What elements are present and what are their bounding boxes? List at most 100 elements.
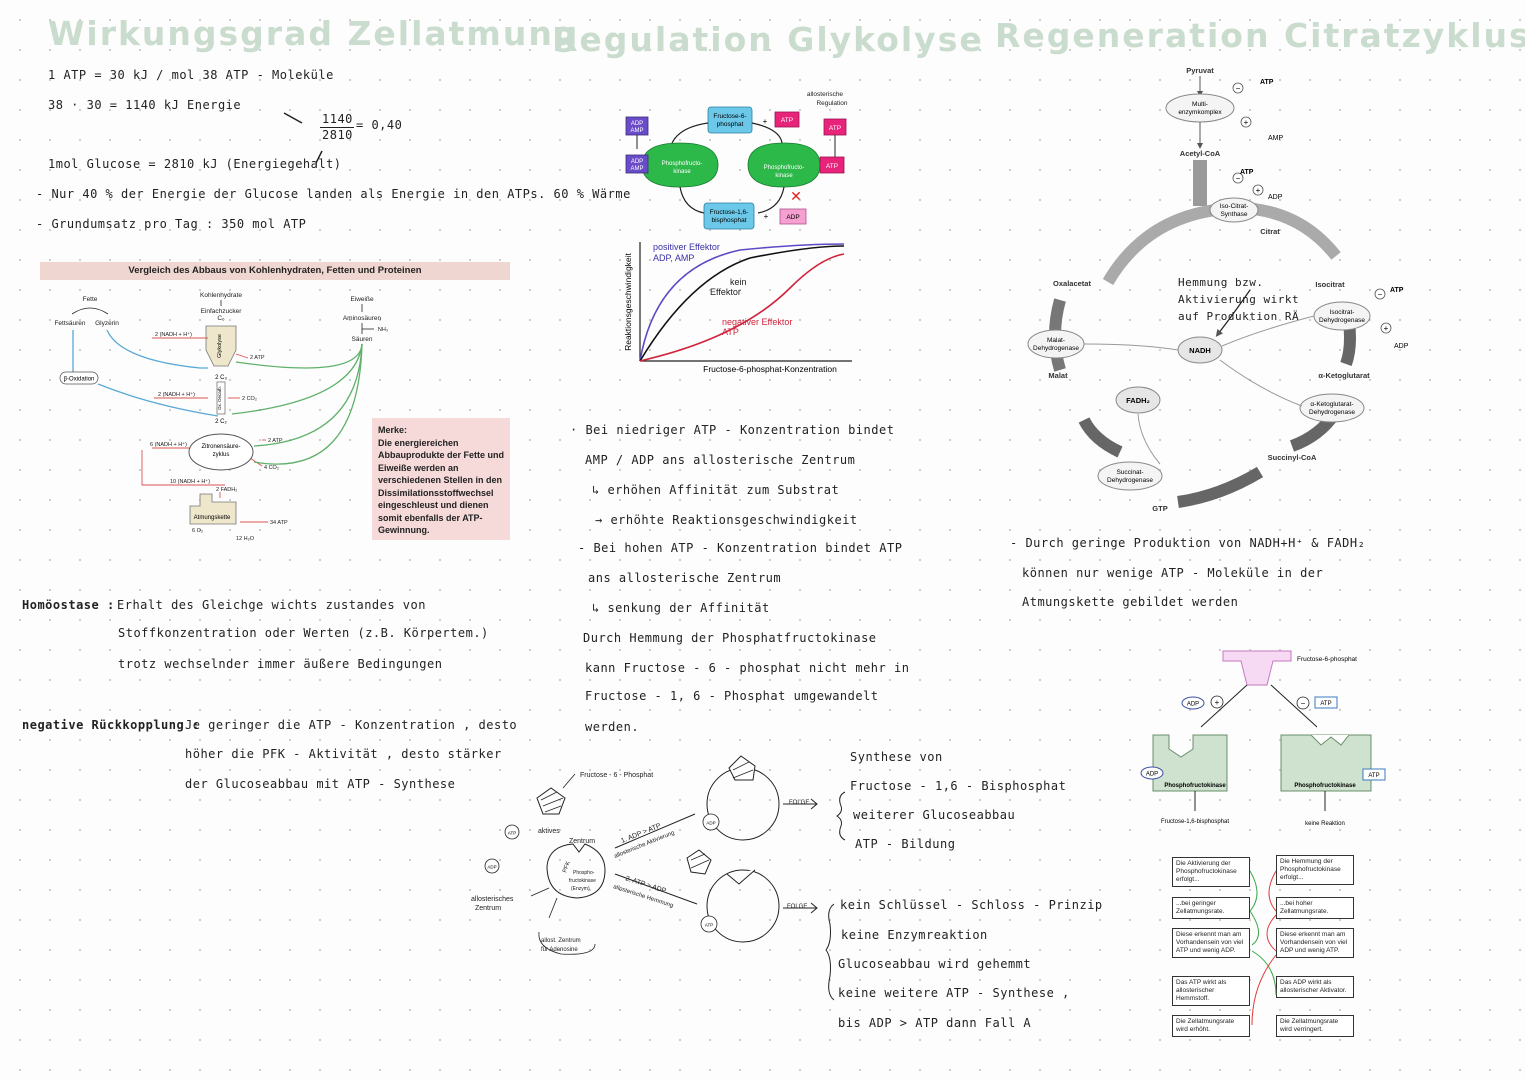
curve-positive — [639, 243, 845, 362]
sketch-atp-1: ATP — [508, 831, 516, 836]
label-pfk-2: kinase — [673, 169, 691, 175]
label-c6: C₆ — [217, 315, 225, 322]
plus-icon: + — [1244, 118, 1249, 127]
label-fette: Fette — [83, 296, 98, 303]
label-allost: allosterische — [807, 91, 844, 98]
schema-pfk-2: Phosphofructokinase — [1294, 783, 1356, 789]
label-iso-syn-2: Synthase — [1220, 211, 1247, 218]
label-f16-2: bisphosphat — [711, 217, 746, 224]
label-amp-bound: AMP — [630, 166, 643, 172]
label-h2o: 12 H₂O — [236, 536, 255, 542]
label-co2b: 4 CO₂ — [264, 465, 279, 471]
title-regeneration: Regeneration Citratzyklus — [995, 16, 1525, 55]
label-saeuren: Säuren — [352, 336, 373, 343]
label-isocitrat: Isocitrat — [1315, 280, 1345, 289]
kinetics-graph: Reaktionsgeschwindigkeit Fructose-6-phos… — [623, 242, 852, 374]
label-oxalacetat: Oxalacetat — [1053, 279, 1091, 288]
label-nadh: NADH — [1189, 346, 1211, 355]
fraction-numerator: 1140 — [322, 112, 353, 126]
merke-title: Merke: — [378, 425, 408, 435]
sketch-folge-1: FOLGE — [789, 800, 809, 806]
minus-icon: − — [1301, 699, 1306, 708]
glycolysis-funnel — [205, 325, 237, 367]
pfk-enzyme-left — [641, 142, 719, 188]
brace-1 — [836, 791, 846, 841]
note-line: 1mol Glucose = 2810 kJ (Energiegehalt) — [48, 157, 342, 171]
note-line: - Grundumsatz pro Tag : 350 mol ATP — [36, 217, 307, 231]
merke-box: Merke: Die energiereichen Abbauprodukte … — [372, 418, 510, 540]
label-adp-bound: ADP — [631, 159, 643, 165]
label-atp-2: ATP — [1240, 169, 1254, 176]
note-line: · Bei niedriger ATP - Konzentration bind… — [570, 423, 895, 437]
brace-2 — [825, 903, 835, 1001]
note-line: Atmungskette gebildet werden — [1022, 595, 1239, 609]
label-zitronen: Zitronensäure- — [201, 444, 240, 450]
minus-icon: − — [1236, 174, 1241, 183]
note-line: Je geringer die ATP - Konzentration , de… — [185, 718, 518, 732]
note-line: AMP / ADP ans allosterische Zentrum — [585, 453, 856, 467]
adp-box-product — [779, 208, 807, 225]
label-atp2a: 2 ATP — [250, 355, 265, 361]
label-akg: α-Ketoglutarat — [1318, 371, 1370, 380]
card-left-1: Die Aktivierung der Phosphofructokinase … — [1172, 857, 1250, 887]
note-line: Durch Hemmung der Phosphatfructokinase — [583, 631, 877, 645]
note-line: werden. — [585, 720, 640, 734]
schema-f6p: Fructose-6-phosphat — [1297, 656, 1357, 663]
akg-dehydrogenase-node — [1299, 393, 1365, 423]
label-akg-deh-2: Dehydrogenase — [1309, 409, 1355, 416]
label-glyzerin: Glyzerin — [95, 320, 119, 327]
regulation-note: Hemmung bzw. Aktivierung wirkt auf Produ… — [1178, 274, 1299, 325]
label-gtp: GTP — [1152, 504, 1167, 513]
f6p-shape — [1222, 650, 1292, 686]
result-line: Synthese von — [850, 750, 943, 764]
sketch-allost4: für Adenosine — [541, 947, 578, 953]
schema-keine: keine Reaktion — [1305, 821, 1345, 827]
fraction-denominator: 2810 — [322, 128, 353, 142]
schema-atp-bound: ATP — [1368, 773, 1379, 779]
label-pfk: Phosphofructo- — [662, 161, 703, 167]
sketch-pfk: PFK — [562, 861, 572, 874]
curve-none — [639, 245, 845, 362]
label-adp-1: ADP — [1268, 194, 1283, 201]
result-line: ATP - Bildung — [855, 837, 956, 851]
label-adp-product: ADP — [786, 214, 799, 221]
label-co2a: 2 CO₂ — [242, 396, 257, 402]
note-line: → erhöhte Reaktionsgeschwindigkeit — [595, 513, 858, 527]
pfk-regulation-diagram: allosterische Regulation Fructose-6- pho… — [625, 91, 848, 230]
pfk-enzyme-sketch — [546, 843, 606, 899]
label-aminosaeuren: Aminosäuren — [343, 315, 382, 322]
card-left-2: ...bei geringer Zellatmungsrate. — [1172, 897, 1250, 919]
label-plus-2: + — [764, 212, 769, 221]
result-line: keine weitere ATP - Synthese , — [838, 986, 1070, 1000]
multienzym-node — [1165, 93, 1235, 123]
result-line: kein Schlüssel - Schloss - Prinzip — [840, 898, 1103, 912]
label-o2: 6 O₂ — [192, 528, 203, 534]
schema-adp-bound: ADP — [1146, 772, 1158, 778]
label-succinyl: Succinyl-CoA — [1268, 453, 1317, 462]
result-line: bis ADP > ATP dann Fall A — [838, 1016, 1032, 1030]
minus-icon: − — [1236, 84, 1241, 93]
note-line: Stoffkonzentration oder Werten (z.B. Kör… — [118, 626, 489, 640]
note-line: ↳ senkung der Affinität — [592, 601, 770, 615]
sketch-aktives: aktives — [538, 828, 560, 835]
label-nh3: NH₃ — [378, 327, 388, 333]
note-line: Hemmung bzw. — [1178, 276, 1264, 289]
pfk-schema: Fructose-6-phosphat ADP + − ATP ADP Phos… — [1140, 650, 1386, 827]
note-line: Fructose - 1, 6 - Phosphat umgewandelt — [585, 689, 879, 703]
sketch-allost3: allost. Zentrum — [541, 938, 581, 944]
succinat-dehydrogenase-node — [1097, 461, 1163, 491]
label-fettsaeuren: Fettsäuren — [54, 320, 85, 327]
label-plus: + — [763, 117, 768, 126]
sketch-folge-2: FOLGE — [787, 904, 807, 910]
label-acetyl: Acetyl-CoA — [1180, 149, 1221, 158]
card-right-2: ...bei hoher Zellatmungsrate. — [1276, 897, 1354, 919]
label-pyruvat: Pyruvat — [1186, 66, 1214, 75]
f6p-hatched-shape — [536, 787, 566, 815]
card-right-3: Diese erkennt man am Vorhandensein von v… — [1276, 928, 1354, 958]
note-line: - Durch geringe Produktion von NADH+H⁺ &… — [1010, 536, 1366, 550]
legend-none-2: Effektor — [710, 287, 741, 297]
label-iso-deh-2: Dehydrogenase — [1319, 317, 1365, 324]
legend-positive: positiver Effektor — [653, 242, 720, 252]
atp-box-bound — [819, 156, 845, 174]
label-eiweisse: Eiweiße — [350, 296, 374, 303]
